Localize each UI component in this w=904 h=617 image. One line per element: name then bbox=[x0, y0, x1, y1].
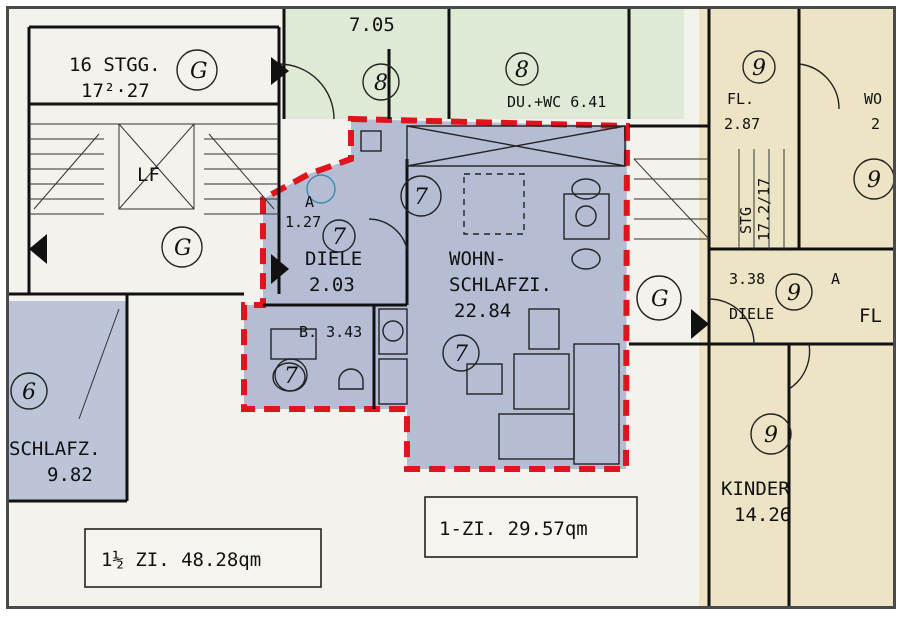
green-zone bbox=[284, 9, 684, 119]
label-hall-right-sub: 2.87 bbox=[724, 115, 760, 133]
label-stair-right-sub: 17.2/17 bbox=[755, 178, 773, 241]
floor-plan-frame: G 8 8 G 7 7 7 7 9 9 9 G 9 6 16 STGG. 17²… bbox=[6, 6, 896, 609]
label-entry-sub: 1.27 bbox=[285, 213, 321, 231]
marker-hall-right: 9 bbox=[752, 56, 766, 81]
label-stairs-sub: 17²·27 bbox=[81, 80, 150, 102]
doors bbox=[278, 63, 840, 390]
label-stairs: 16 STGG. bbox=[69, 54, 161, 76]
label-diele-sub: 2.03 bbox=[309, 274, 355, 296]
marker-schlafz: 6 bbox=[22, 380, 36, 405]
area-one-half-room: 1½ ZI. 48.28qm bbox=[101, 549, 261, 571]
label-diele-right-sub: 3.38 bbox=[729, 270, 765, 288]
marker-corridor-right: G bbox=[651, 287, 669, 312]
marker-diele-right: 9 bbox=[787, 281, 801, 306]
marker-top-room: 8 bbox=[374, 71, 388, 96]
yellow-zone bbox=[699, 9, 893, 606]
label-bath-top: DU.+WC 6.41 bbox=[507, 93, 606, 111]
marker-entry: 7 bbox=[332, 225, 346, 250]
label-fl-right-prefix: A bbox=[831, 270, 840, 288]
label-kinder-sub: 14.26 bbox=[734, 504, 791, 526]
stair-hatching-left bbox=[29, 123, 279, 215]
area-box-one-room bbox=[424, 496, 638, 558]
walls bbox=[9, 9, 893, 606]
label-entry: A bbox=[305, 193, 314, 211]
label-kinder: KINDER bbox=[721, 478, 790, 500]
label-diele-right: DIELE bbox=[729, 305, 774, 323]
label-wohn-sub: 22.84 bbox=[454, 300, 511, 322]
apartment-fill bbox=[244, 119, 627, 469]
left-room-diagonal bbox=[78, 308, 120, 420]
marker-wohn: 7 bbox=[414, 185, 428, 210]
marker-stairs: G bbox=[190, 59, 208, 84]
marker-corridor: G bbox=[174, 236, 192, 261]
label-stair-right: STG bbox=[737, 207, 755, 234]
marker-wo-right: 9 bbox=[867, 168, 881, 193]
area-one-room: 1-ZI. 29.57qm bbox=[439, 518, 588, 540]
label-schlafz-sub: 9.82 bbox=[47, 464, 93, 486]
label-wohn-2: SCHLAFZI. bbox=[449, 274, 552, 296]
marker-bath-top: 8 bbox=[515, 58, 529, 83]
left-blue-zone bbox=[9, 301, 127, 501]
entrance-arrows bbox=[29, 57, 709, 339]
area-box-one-half-room bbox=[84, 528, 322, 588]
marker-kinder: 9 bbox=[764, 423, 778, 448]
marker-bath: 7 bbox=[284, 364, 298, 389]
stair-hatching-right bbox=[633, 149, 785, 249]
label-fl-right: FL bbox=[859, 305, 882, 327]
room-markers bbox=[10, 49, 893, 455]
apartment-highlight-border bbox=[241, 115, 631, 472]
label-top-room: 7.05 bbox=[349, 14, 395, 36]
label-wo-right: WO bbox=[864, 90, 882, 108]
label-lift: LF bbox=[137, 164, 160, 186]
floor-plan: G 8 8 G 7 7 7 7 9 9 9 G 9 6 16 STGG. 17²… bbox=[9, 9, 893, 606]
label-wo-right-sub: 2 bbox=[871, 115, 880, 133]
label-wohn: WOHN- bbox=[449, 248, 506, 270]
label-hall-right: FL. bbox=[727, 90, 754, 108]
label-bath: B. 3.43 bbox=[299, 323, 362, 341]
label-schlafz: SCHLAFZ. bbox=[9, 438, 101, 460]
marker-wohn-2: 7 bbox=[454, 342, 468, 367]
label-diele: DIELE bbox=[305, 248, 362, 270]
